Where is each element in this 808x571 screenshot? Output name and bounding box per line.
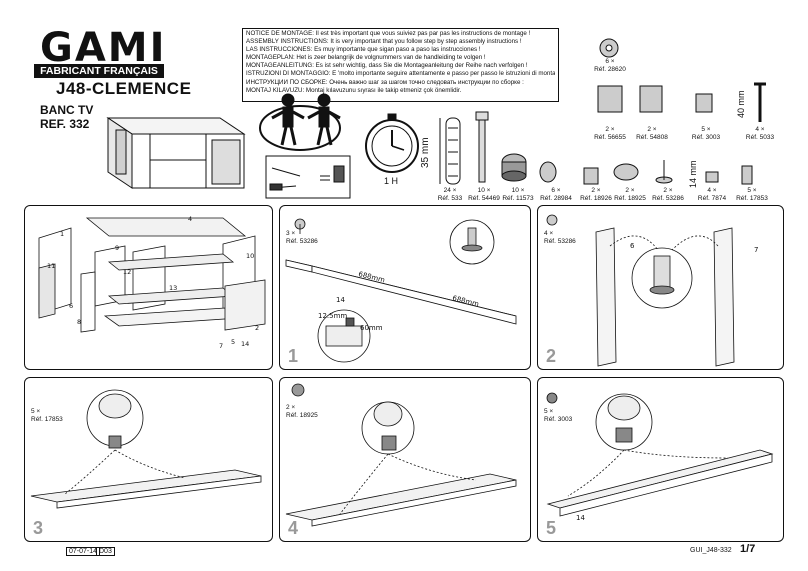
hardware-item: 2 ×Réf. 18925	[614, 187, 646, 202]
doc-code: GUI_J48-332	[690, 547, 732, 554]
hardware-item: 4 ×Réf. 7874	[697, 187, 727, 202]
step-4-hardware: 2 ×Réf. 18925	[286, 404, 318, 419]
step-4-panel: 2 ×Réf. 18925 4	[279, 377, 531, 542]
step-3-hardware: 5 ×Réf. 17853	[31, 408, 63, 423]
notice-line: LAS INSTRUCCIONES: Es muy importante que…	[246, 46, 481, 54]
part-label: 12	[123, 268, 131, 276]
hardware-item: 10 ×Réf. 11573	[502, 187, 534, 202]
hardware-item: 6 ×Réf. 28620	[594, 58, 626, 73]
foot-height: 14 mm	[688, 160, 698, 188]
part-label: 7	[219, 342, 223, 350]
step-1-hardware: 3 ×Réf. 53286	[286, 230, 318, 245]
step-3-panel: 5 ×Réf. 17853 3	[24, 377, 273, 542]
step-number: 5	[546, 518, 557, 538]
part-label: 8	[77, 318, 81, 326]
brand-tagline: FABRICANT FRANÇAIS	[34, 64, 164, 78]
hardware-item: 2 ×Réf. 54808	[636, 126, 668, 141]
hardware-item: 2 ×Réf. 56655	[594, 126, 626, 141]
step-number: 2	[546, 346, 557, 366]
part-label: 2	[255, 324, 259, 332]
hardware-item: 5 ×Réf. 17853	[736, 187, 768, 202]
step-number: 3	[33, 518, 44, 538]
notice-line: ISTRUZIONI DI MONTAGGIO: E 'molto import…	[246, 70, 555, 78]
hardware-item: 5 ×Réf. 3003	[691, 126, 721, 141]
screw-length: 40 mm	[736, 90, 746, 118]
notice-line: ASSEMBLY INSTRUCTIONS: It is very import…	[246, 38, 522, 46]
model-title: J48-CLEMENCE	[56, 79, 192, 98]
step-number: 4	[288, 518, 299, 538]
part-label: 1	[60, 230, 64, 238]
notice-line: MONTAJ KILAVUZU: Montaj kılavuzunu sıyra…	[246, 86, 462, 94]
assembly-notice: NOTICE DE MONTAGE: Il est très important…	[242, 28, 559, 102]
page-number: 1/7	[740, 543, 756, 555]
notice-line: NOTICE DE MONTAGE: Il est très important…	[246, 30, 531, 37]
notice-line: MONTAGEANLEITUNG: Es ist sehr wichtig, d…	[246, 62, 528, 70]
exploded-view-panel: 1 4 9 10 11 12 13 8 6 7 5 14 2	[24, 205, 273, 370]
dimension-label: 12.5mm	[318, 312, 347, 320]
notice-line: ИНСТРУКЦИИ ПО СБОРКЕ: Очень важно шаг за…	[246, 78, 524, 86]
doc-version: D03	[96, 547, 115, 556]
part-label: 10	[246, 252, 254, 260]
assembly-time: 1 H	[384, 176, 399, 186]
hardware-item: 2 ×Réf. 53286	[652, 187, 684, 202]
part-label: 6	[69, 302, 73, 310]
part-label: 11	[47, 262, 55, 270]
dimension-label: 60mm	[360, 324, 383, 332]
hardware-item: 4 ×Réf. 5033	[745, 126, 775, 141]
product-reference: REF. 332	[40, 117, 90, 131]
dowel-length: 35 mm	[420, 137, 431, 168]
part-label: 7	[754, 246, 758, 254]
brand-logo: GAMI	[40, 25, 167, 71]
doc-date: 07-07-14	[66, 547, 101, 556]
hardware-item: 6 ×Réf. 28984	[540, 187, 572, 202]
part-label: 14	[241, 340, 249, 348]
hardware-item: 2 ×Réf. 18926	[580, 187, 612, 202]
two-persons-icon	[259, 93, 341, 151]
part-label: 6	[630, 242, 635, 250]
notice-line: MONTAGEPLAN: Het is zeer belangrijk de v…	[246, 54, 486, 62]
step-1-panel: 688mm 688mm 12.5mm 60mm 14 3 ×Réf. 53286…	[279, 205, 531, 370]
hardware-item: 24 ×Réf. 533	[437, 187, 463, 202]
hardware-item: 10 ×Réf. 54469	[468, 187, 500, 202]
part-label: 4	[188, 215, 192, 223]
stopwatch-icon	[365, 113, 419, 173]
part-label: 9	[115, 244, 119, 252]
step-number: 1	[288, 346, 299, 366]
step-2-hardware: 4 ×Réf. 53286	[544, 230, 576, 245]
step-5-panel: 14 5 ×Réf. 3003 5	[537, 377, 784, 542]
step-2-panel: 6 7 4 ×Réf. 53286 2	[537, 205, 784, 370]
part-label: 5	[231, 338, 235, 346]
step-5-hardware: 5 ×Réf. 3003	[544, 408, 573, 423]
part-label: 13	[169, 284, 177, 292]
part-number-labels: 1 4 9 10 11 12 13 8 6 7 5 14 2	[47, 215, 259, 350]
part-label: 14	[336, 296, 345, 304]
part-label: 14	[576, 514, 585, 522]
product-name: BANC TV	[40, 103, 94, 117]
